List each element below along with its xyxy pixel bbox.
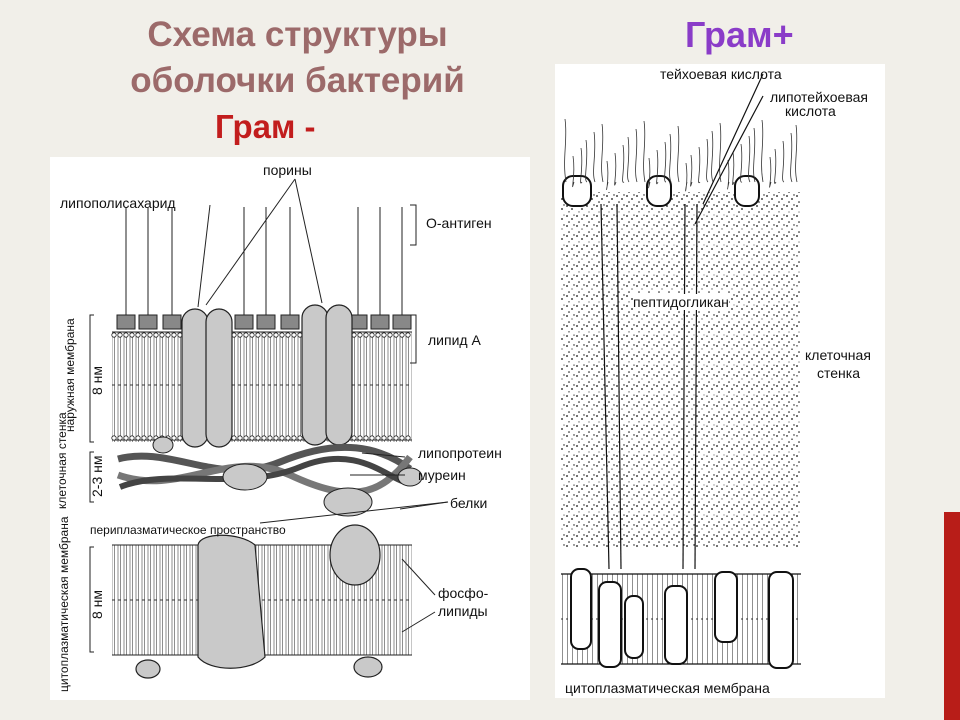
gram-positive-illustration: [555, 64, 885, 698]
lipoteichoic-label-2: кислота: [785, 103, 836, 119]
wall-thickness-label: 2-3 нм: [90, 456, 105, 497]
gram-positive-diagram: тейхоевая кислота липотейхоевая кислота …: [555, 64, 885, 698]
gram-negative-heading: Грам -: [215, 108, 316, 146]
proteins-label: белки: [450, 495, 487, 511]
slide-title: Схема структуры оболочки бактерий: [95, 12, 500, 104]
murein-label: муреин: [418, 467, 466, 483]
teichoic-label: тейхоевая кислота: [660, 66, 782, 82]
cell-wall-label: клеточная стенка: [56, 412, 69, 509]
gram-positive-heading: Грам+: [685, 14, 794, 56]
cyto-membrane-label-neg: цитоплазматическая мембрана: [58, 516, 71, 692]
phospholipids-label-2: липиды: [438, 603, 488, 619]
o-antigen-label: О-антиген: [426, 215, 492, 231]
lps-label: липополисахарид: [60, 195, 176, 211]
periplasmic-label: периплазматическое пространство: [90, 522, 286, 538]
gp-cell-wall-label-2: стенка: [817, 365, 860, 381]
outer-thickness-label: 8 нм: [90, 366, 105, 395]
lipoprotein-label: липопротеин: [418, 445, 502, 461]
accent-bar: [944, 512, 960, 720]
phospholipids-label-1: фосфо-: [438, 585, 488, 601]
lipid-a-label: липид А: [428, 332, 481, 348]
gp-cell-wall-label-1: клеточная: [805, 347, 871, 363]
peptidoglycan-label: пептидогликан: [633, 294, 729, 310]
porins-label: порины: [263, 162, 312, 178]
gram-negative-diagram: липополисахарид порины О-антиген липид А…: [50, 157, 530, 700]
gp-cyto-membrane-label: цитоплазматическая мембрана: [565, 680, 770, 696]
cyto-thickness-label: 8 нм: [90, 590, 105, 619]
